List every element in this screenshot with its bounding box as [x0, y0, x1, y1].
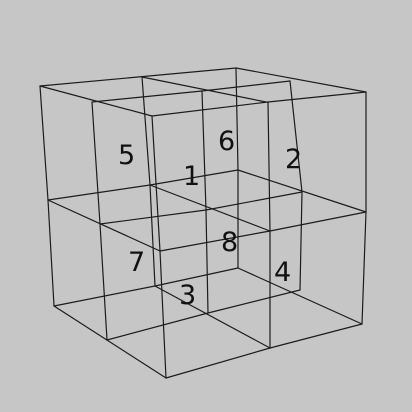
edge-line: [159, 230, 271, 252]
cell-label-5: 5: [118, 140, 135, 171]
cell-label-2: 2: [285, 144, 302, 175]
cell-label-4: 4: [274, 257, 291, 288]
edge-line: [201, 90, 207, 211]
edge-line: [151, 115, 161, 252]
edge-line: [141, 76, 151, 186]
edge-line: [91, 90, 203, 103]
edge-line: [47, 184, 151, 201]
bottom-layer-edges: [53, 267, 363, 379]
edge-line: [53, 305, 167, 379]
edge-line: [289, 80, 303, 193]
edge-line: [47, 199, 55, 307]
edge-line: [154, 267, 239, 287]
edge-line: [149, 184, 271, 232]
edge-line: [237, 267, 363, 325]
edge-line: [39, 85, 49, 201]
edge-line: [201, 80, 291, 92]
edge-line: [99, 223, 108, 341]
edge-line: [99, 209, 207, 225]
edge-line: [154, 285, 271, 349]
edge-line: [47, 199, 161, 252]
edge-line: [299, 191, 303, 291]
edge-line: [165, 347, 271, 379]
edge-line: [149, 184, 156, 287]
cell-label-8: 8: [221, 227, 238, 258]
edge-line: [361, 211, 367, 325]
edge-line: [106, 312, 209, 341]
cell-label-1: 1: [183, 161, 200, 192]
back-face-outline: [39, 67, 367, 93]
cell-label-7: 7: [128, 247, 145, 278]
edge-line: [91, 101, 101, 225]
edge-line: [235, 67, 239, 171]
edge-line: [269, 323, 363, 349]
cell-labels: 5 6 2 1 8 7 4 3: [118, 126, 302, 311]
edge-line: [207, 289, 301, 314]
edge-line: [141, 76, 267, 103]
edge-line: [205, 191, 303, 211]
top-face-edges: [39, 76, 367, 314]
edge-line: [159, 250, 167, 379]
cell-label-3: 3: [179, 280, 196, 311]
edge-line: [149, 169, 239, 186]
edge-line: [267, 91, 367, 103]
edge-line: [151, 101, 269, 117]
edge-line: [267, 101, 271, 232]
cell-label-6: 6: [218, 126, 235, 157]
back-layer-edges: [39, 67, 367, 307]
front-vertical-edges: [91, 80, 367, 379]
edge-line: [269, 211, 367, 232]
edge-line: [205, 209, 209, 314]
